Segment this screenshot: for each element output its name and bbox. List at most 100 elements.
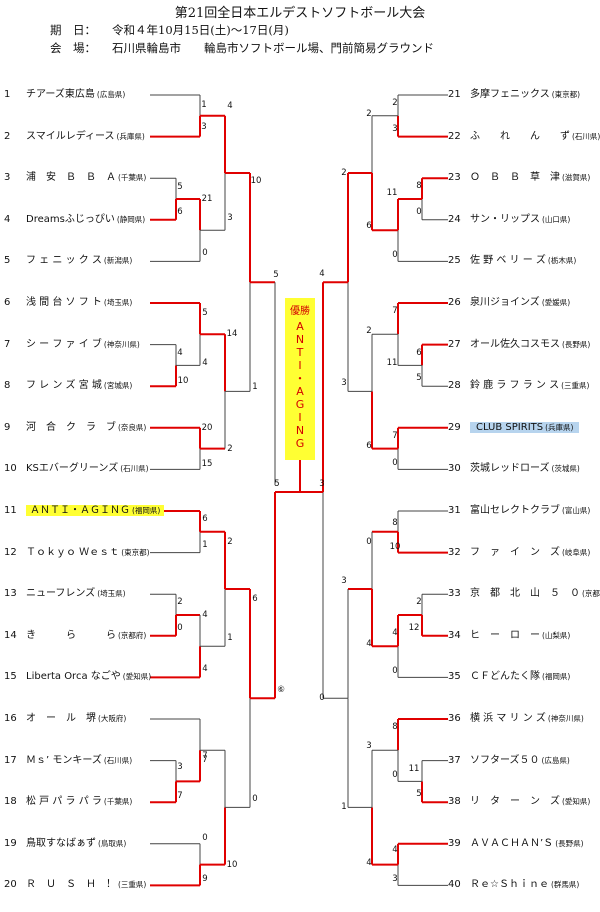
team-prefecture: (奈良県) <box>118 422 147 432</box>
team-name: ソフターズ５０ <box>470 754 540 766</box>
score-s910: 2 <box>227 443 233 454</box>
team-number: 12 <box>4 546 17 558</box>
team-prefecture: (群馬県) <box>550 880 580 890</box>
team-number: 13 <box>4 588 17 600</box>
champion-name-char: ・ <box>294 372 306 385</box>
team-entry-33: 33京 都 北 山 ５ ０(京都府) <box>448 586 600 602</box>
team-number: 17 <box>4 754 17 766</box>
team-number: 2 <box>4 130 11 142</box>
team-name: スマイルレディース <box>26 130 115 142</box>
team-entry-2: 2 スマイルレディース(兵庫県) <box>4 129 145 145</box>
score-s15: 10 <box>250 176 262 186</box>
team-name: Dreamsふじっぴい <box>26 213 115 225</box>
team-number: 16 <box>4 713 17 724</box>
team-name: 京 都 北 山 ５ ０ <box>470 588 580 600</box>
score-s13: 2 <box>177 597 183 608</box>
champion-name-char: N <box>295 333 305 346</box>
score-s30: 0 <box>392 458 398 469</box>
score-s38: 5 <box>416 789 422 800</box>
team-highlight: CLUB SPIRITS(兵庫県) <box>470 421 580 433</box>
team-number: 10 <box>4 463 17 475</box>
team-number: 24 <box>448 213 461 225</box>
team-number: 36 <box>448 713 461 724</box>
score-s2: 3 <box>201 121 207 132</box>
team-name: き ら ら <box>26 629 116 641</box>
team-prefecture: (東京都) <box>551 90 581 99</box>
team-name: リ タ ー ン ズ <box>470 796 560 808</box>
score-s1315: 1 <box>227 633 233 644</box>
score-s32: 10 <box>389 541 401 552</box>
champion-name-char: G <box>295 398 305 411</box>
score-s7: 4 <box>177 347 183 358</box>
score-s28: 5 <box>416 373 422 384</box>
team-number: 34 <box>448 629 461 641</box>
champion-name-char: I <box>298 411 302 424</box>
team-highlight: ＡＮＴＩ・ＡＧＩＮＧ(福岡県) <box>26 505 165 516</box>
score-s33: 2 <box>416 597 422 608</box>
team-name: Ｍｓ’ モンキーズ <box>26 754 102 766</box>
team-name: サン・リップス <box>470 213 540 225</box>
team-name: 多摩フェニックス <box>470 89 550 100</box>
team-number: 22 <box>448 130 461 142</box>
score-s24: 0 <box>416 206 422 217</box>
team-number: 25 <box>448 255 461 267</box>
champion-name-char: I <box>298 359 302 372</box>
score-s15b: 4 <box>202 664 208 675</box>
score-s3638: 3 <box>366 741 372 752</box>
score-s27: 6 <box>416 347 422 358</box>
team-prefecture: (山梨県) <box>542 630 571 640</box>
score-s3940: 4 <box>366 857 372 868</box>
team-prefecture: (広島県) <box>96 90 126 99</box>
score-s20: 9 <box>202 874 208 885</box>
team-name: 浅 間 台 ソ フ ト <box>26 297 102 308</box>
team-name: 松 戸 パ ラ パ ラ <box>26 796 102 808</box>
team-prefecture: (愛知県) <box>122 672 152 682</box>
team-prefecture: (富山県) <box>562 506 591 515</box>
team-prefecture: (埼玉県) <box>97 589 126 599</box>
score-s31: 8 <box>392 518 398 528</box>
team-prefecture: (三重県) <box>561 381 590 391</box>
team-number: 7 <box>4 338 11 350</box>
score-s34b: 12 <box>408 622 420 633</box>
team-number: 32 <box>448 546 461 558</box>
team-name: 鳥取すなばぁず <box>26 837 96 849</box>
team-prefecture: (大阪府) <box>98 714 127 723</box>
team-number: 5 <box>4 255 11 267</box>
score-sL1: 5 <box>273 270 279 281</box>
team-name: シ ー フ ァ イ ブ <box>26 338 102 350</box>
score-s2130: 4 <box>319 269 325 280</box>
score-s16: 3 <box>177 761 183 772</box>
score-s3: 5 <box>177 182 183 193</box>
score-s25: 0 <box>392 250 398 261</box>
team-number: 3 <box>4 172 11 184</box>
score-s35: 0 <box>392 666 398 677</box>
team-prefecture: (山口県) <box>542 214 571 224</box>
score-s19: 0 <box>202 832 208 843</box>
score-s37: 11 <box>408 763 420 774</box>
score-s23: 8 <box>416 181 422 192</box>
team-name: 富山セレクトクラブ <box>470 505 560 516</box>
team-number: 20 <box>4 879 17 891</box>
score-s2930: 6 <box>366 440 372 451</box>
score-s11: 6 <box>202 514 208 524</box>
team-prefecture: (岐阜県) <box>562 547 591 557</box>
team-number: 9 <box>4 421 11 433</box>
team-name: チアーズ東広島 <box>26 89 95 100</box>
team-prefecture: (滋賀県) <box>562 173 591 183</box>
team-prefecture: (兵庫県) <box>116 131 145 141</box>
team-name: 泉川ジョインズ <box>470 297 540 308</box>
